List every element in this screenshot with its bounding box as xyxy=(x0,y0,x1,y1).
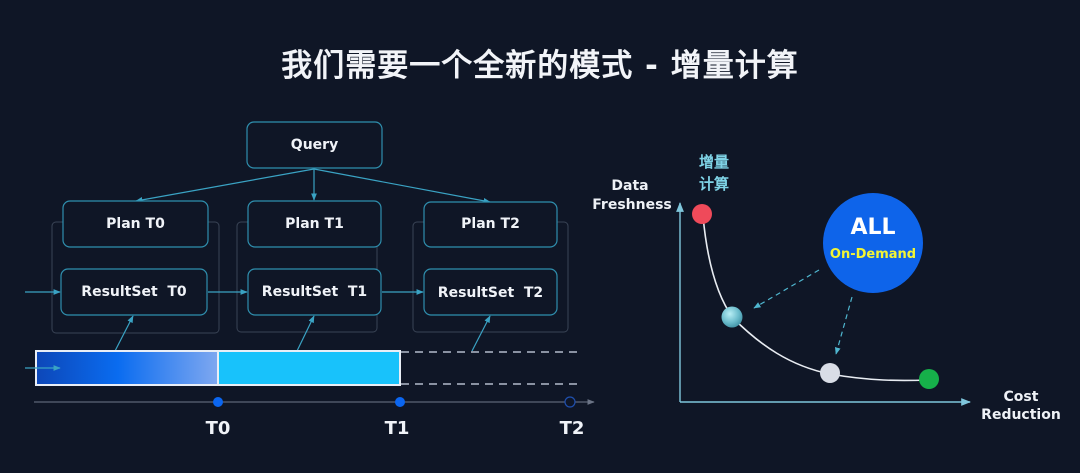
page-title: 我们需要一个全新的模式 - 增量计算 xyxy=(281,48,799,84)
resultset-label: ResultSet T2 xyxy=(438,285,543,301)
data-bar-segment-t0 xyxy=(35,350,219,386)
top-point-label-line1: 增量 xyxy=(699,153,729,171)
all-on-demand-bubble xyxy=(823,193,923,293)
plan-label: Plan T0 xyxy=(106,216,165,232)
plan-label: Plan T2 xyxy=(461,216,520,232)
timeline-label-t0: T0 xyxy=(206,418,231,439)
resultset-label: ResultSet T1 xyxy=(262,284,367,300)
plan-box-t0: Plan T0 xyxy=(62,200,209,248)
timeline-label-t2: T2 xyxy=(560,418,585,439)
timeline-point-t0 xyxy=(213,397,223,407)
point-low-cost-green xyxy=(919,369,939,389)
arrow-data-resultset-t0 xyxy=(114,315,134,352)
point-middle-cyan xyxy=(721,306,743,328)
plan-label: Plan T1 xyxy=(285,216,344,232)
y-axis-label-line2: Freshness xyxy=(592,197,672,213)
dashed-arrow-to-white-point xyxy=(834,296,853,355)
point-middle-white xyxy=(820,363,840,383)
dashed-arrow-to-cyan-point xyxy=(753,269,820,309)
plan-box-t2: Plan T2 xyxy=(423,201,558,248)
query-box: Query xyxy=(246,121,383,169)
point-incremental-compute xyxy=(692,204,712,224)
bubble-subtitle: On-Demand xyxy=(830,247,916,262)
arrow-query-plan-t0 xyxy=(135,168,315,203)
timeline-point-t2 xyxy=(564,396,576,408)
arrow-data-resultset-t1 xyxy=(296,315,315,352)
resultset-box-t2: ResultSet T2 xyxy=(423,268,558,316)
x-axis-label-line2: Reduction xyxy=(981,407,1061,423)
data-bar-segment-t1 xyxy=(217,350,401,386)
top-point-label-line2: 计算 xyxy=(699,175,729,193)
x-axis-label-line1: Cost xyxy=(1004,389,1039,405)
resultset-box-t0: ResultSet T0 xyxy=(60,268,208,316)
arrow-data-resultset-t2 xyxy=(471,315,491,352)
y-axis-label-line1: Data xyxy=(611,178,648,194)
resultset-box-t1: ResultSet T1 xyxy=(247,268,382,316)
resultset-label: ResultSet T0 xyxy=(81,284,187,300)
plan-box-t1: Plan T1 xyxy=(247,200,382,248)
timeline-label-t1: T1 xyxy=(385,418,410,439)
query-label: Query xyxy=(291,137,338,153)
tradeoff-curve xyxy=(702,215,929,382)
bubble-title: ALL xyxy=(850,215,895,240)
timeline-point-t1 xyxy=(395,397,405,407)
arrow-query-plan-t2 xyxy=(313,168,491,204)
